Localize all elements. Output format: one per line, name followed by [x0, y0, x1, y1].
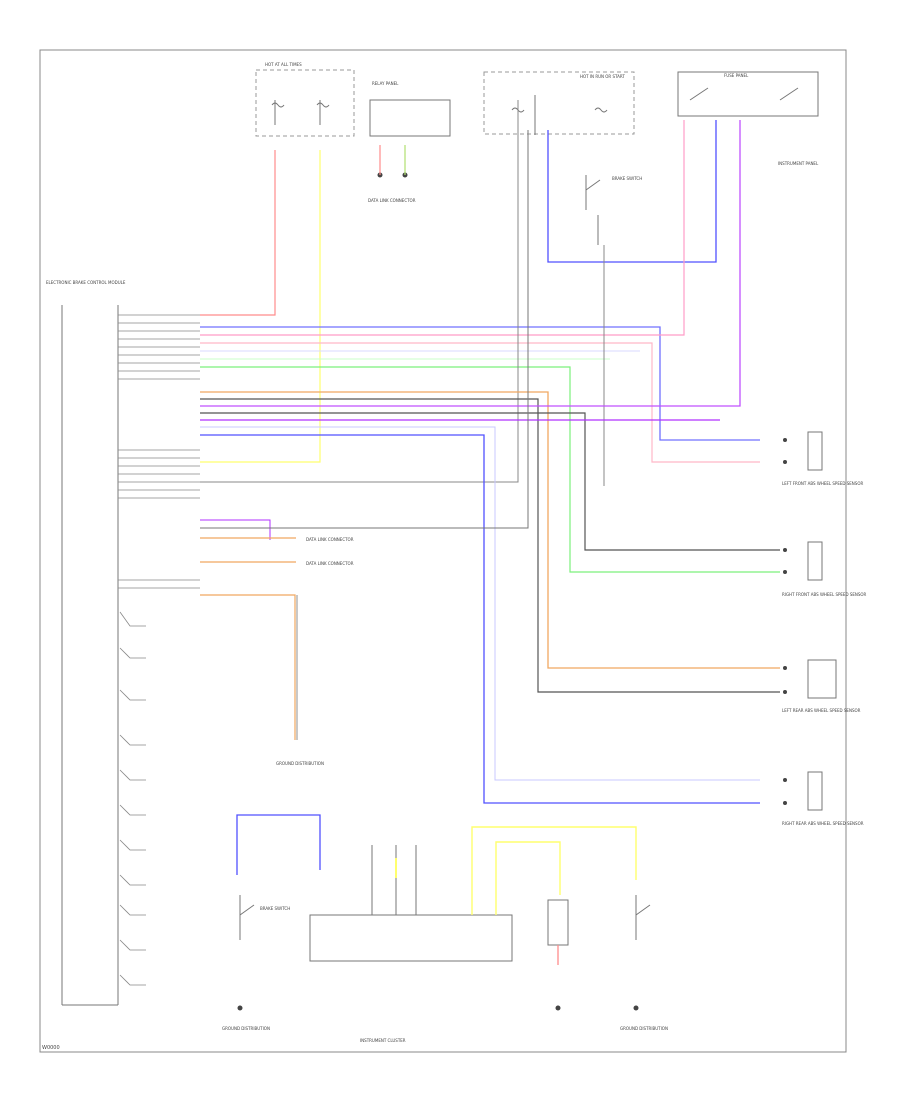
wire-blue-lf [200, 326, 760, 441]
sensor-left-front: LEFT FRONT ABS WHEEL SPEED SENSOR [782, 431, 863, 486]
wire-blue-bottom [236, 814, 321, 875]
fuse-panel-label: FUSE PANEL [724, 73, 749, 78]
sensor-right-front: RIGHT FRONT ABS WHEEL SPEED SENSOR [782, 541, 867, 597]
brake-switch-lower: BRAKE SWITCH GROUND DISTRIBUTION [222, 895, 290, 1031]
ebcm-internal-components [119, 611, 146, 986]
brake-switch-upper: BRAKE SWITCH [585, 175, 642, 245]
ebcm-pin-lines [118, 314, 200, 589]
left-rear-sensor-label: LEFT REAR ABS WHEEL SPEED SENSOR [782, 708, 861, 713]
instrument-cluster-label: INSTRUMENT CLUSTER [360, 1038, 406, 1043]
data-link-label: DATA LINK CONNECTOR [368, 198, 416, 203]
relay-panel: RELAY PANEL DATA LINK CONNECTOR [368, 81, 451, 203]
corner-code: W0000 [42, 1045, 60, 1051]
instrument-panel-label: INSTRUMENT PANEL [778, 161, 819, 166]
ground-module-right: GROUND DISTRIBUTION [547, 895, 668, 1031]
fuse-box-center: HOT IN RUN OR START [483, 71, 635, 135]
wire-yellow-power [200, 150, 321, 463]
ground-right-label: GROUND DISTRIBUTION [620, 1026, 668, 1031]
fuse-box-left: HOT AT ALL TIMES [255, 62, 355, 137]
fuse-panel-right: FUSE PANEL INSTRUMENT PANEL [677, 71, 819, 166]
instrument-cluster: INSTRUMENT CLUSTER [309, 845, 513, 1043]
sensor-left-rear: LEFT REAR ABS WHEEL SPEED SENSOR [782, 659, 861, 713]
wire-red-power [200, 150, 276, 316]
ebcm-label: ELECTRONIC BRAKE CONTROL MODULE [46, 280, 126, 285]
wire-violet-dlc [200, 519, 271, 540]
wire-gray-center [200, 100, 519, 483]
wire-orange-lr [200, 391, 780, 669]
right-front-sensor-label: RIGHT FRONT ABS WHEEL SPEED SENSOR [782, 592, 867, 597]
ground-center-label: GROUND DISTRIBUTION [222, 1026, 270, 1031]
wire-pink-top [200, 120, 685, 336]
left-front-sensor-label: LEFT FRONT ABS WHEEL SPEED SENSOR [782, 481, 863, 486]
wire-gray-top2 [200, 130, 529, 529]
fuse-box-left-label: HOT AT ALL TIMES [265, 62, 302, 67]
right-rear-sensor-label: RIGHT REAR ABS WHEEL SPEED SENSOR [782, 821, 864, 826]
brake-switch-upper-label: BRAKE SWITCH [612, 176, 642, 181]
ground-left-label: GROUND DISTRIBUTION [276, 761, 324, 766]
wire-pink-lf [200, 342, 760, 463]
wire-blue-top [547, 120, 717, 263]
sensor-right-rear: RIGHT REAR ABS WHEEL SPEED SENSOR [782, 771, 864, 826]
wire-lightblue-rr [200, 426, 760, 781]
relay-panel-label: RELAY PANEL [372, 81, 399, 86]
wire-orange-ground [200, 594, 296, 740]
diagram-frame [39, 49, 847, 1053]
fuse-box-center-label: HOT IN RUN OR START [580, 74, 625, 79]
ebcm-module: ELECTRONIC BRAKE CONTROL MODULE [46, 280, 126, 1006]
brake-switch-lower-label: BRAKE SWITCH [260, 906, 290, 911]
wire-black-rf [200, 412, 780, 551]
wire-black-lr [200, 398, 780, 693]
wire-green-rf [200, 366, 780, 573]
wire-yellow-bottom [471, 826, 637, 915]
wire-blue-rr [200, 434, 760, 804]
to-data-2-label: DATA LINK CONNECTOR [306, 561, 354, 566]
wire-violet-top [200, 120, 741, 407]
wire-yellow-bottom-2 [495, 841, 561, 915]
to-data-1-label: DATA LINK CONNECTOR [306, 537, 354, 542]
